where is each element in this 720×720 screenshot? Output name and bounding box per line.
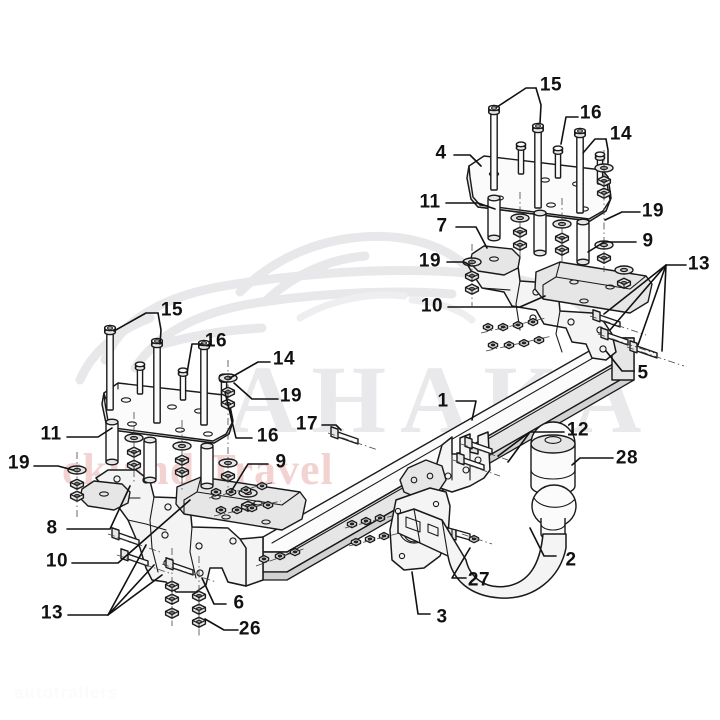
callout-leader-lines — [33, 87, 687, 631]
callout-14-top[interactable]: 14 — [609, 123, 633, 145]
left-bottom-nut-stacks — [164, 548, 207, 636]
left-small-fastener-cluster — [208, 481, 307, 567]
callout-28[interactable]: 28 — [615, 447, 639, 469]
tow-ball-assembly-part — [397, 421, 577, 599]
callout-7[interactable]: 7 — [436, 215, 448, 237]
watermark-corner-text: autotrailers — [14, 683, 119, 702]
callout-13-top[interactable]: 13 — [687, 253, 711, 275]
callout-15-top[interactable]: 15 — [539, 74, 563, 96]
left-support-tab-part — [79, 480, 131, 511]
ball-protective-cap-part — [530, 421, 576, 496]
callout-10-bottom[interactable]: 10 — [45, 550, 69, 572]
callout-8[interactable]: 8 — [46, 517, 58, 539]
callout-13-bottom[interactable]: 13 — [40, 602, 64, 624]
callout-11-bottom[interactable]: 11 — [40, 423, 62, 445]
callout-26[interactable]: 26 — [238, 618, 262, 640]
left-horizontal-bolts — [107, 527, 217, 583]
callout-3[interactable]: 3 — [436, 606, 448, 628]
callout-4-top[interactable]: 4 — [435, 142, 447, 164]
left-washer-nut-stacks — [67, 360, 258, 518]
callout-11-top[interactable]: 11 — [419, 191, 441, 213]
socket-plate-fastener-cluster — [344, 513, 405, 547]
callout-15-bottom[interactable]: 15 — [160, 299, 184, 321]
callout-5[interactable]: 5 — [637, 362, 649, 384]
callout-16-bottom[interactable]: 16 — [204, 330, 228, 352]
callout-1[interactable]: 1 — [437, 390, 449, 412]
callout-19-a[interactable]: 19 — [641, 200, 665, 222]
callout-27[interactable]: 27 — [467, 569, 491, 591]
ball-mount-bolts — [452, 436, 509, 477]
callout-12[interactable]: 12 — [566, 419, 590, 441]
callout-2[interactable]: 2 — [565, 549, 577, 571]
callout-14-bottom[interactable]: 14 — [272, 348, 296, 370]
callout-16-top[interactable]: 16 — [579, 102, 603, 124]
callout-19-c[interactable]: 19 — [279, 385, 303, 407]
callout-19-b[interactable]: 19 — [418, 250, 442, 272]
callout-9-top[interactable]: 9 — [642, 230, 654, 252]
callout-6[interactable]: 6 — [233, 592, 245, 614]
callout-19-d[interactable]: 19 — [7, 452, 31, 474]
right-inner-flange-part — [534, 261, 653, 314]
callout-17[interactable]: 17 — [295, 413, 319, 435]
callout-16-centre[interactable]: 16 — [256, 425, 280, 447]
callout-10-top[interactable]: 10 — [420, 295, 444, 317]
right-horizontal-bolts — [589, 309, 685, 367]
right-washer-nut-stacks — [462, 150, 634, 306]
right-small-fastener-cluster — [480, 317, 553, 352]
callout-9-bottom[interactable]: 9 — [275, 451, 287, 473]
left-inner-flange-part — [175, 476, 307, 531]
bolt-17-part — [327, 426, 379, 451]
